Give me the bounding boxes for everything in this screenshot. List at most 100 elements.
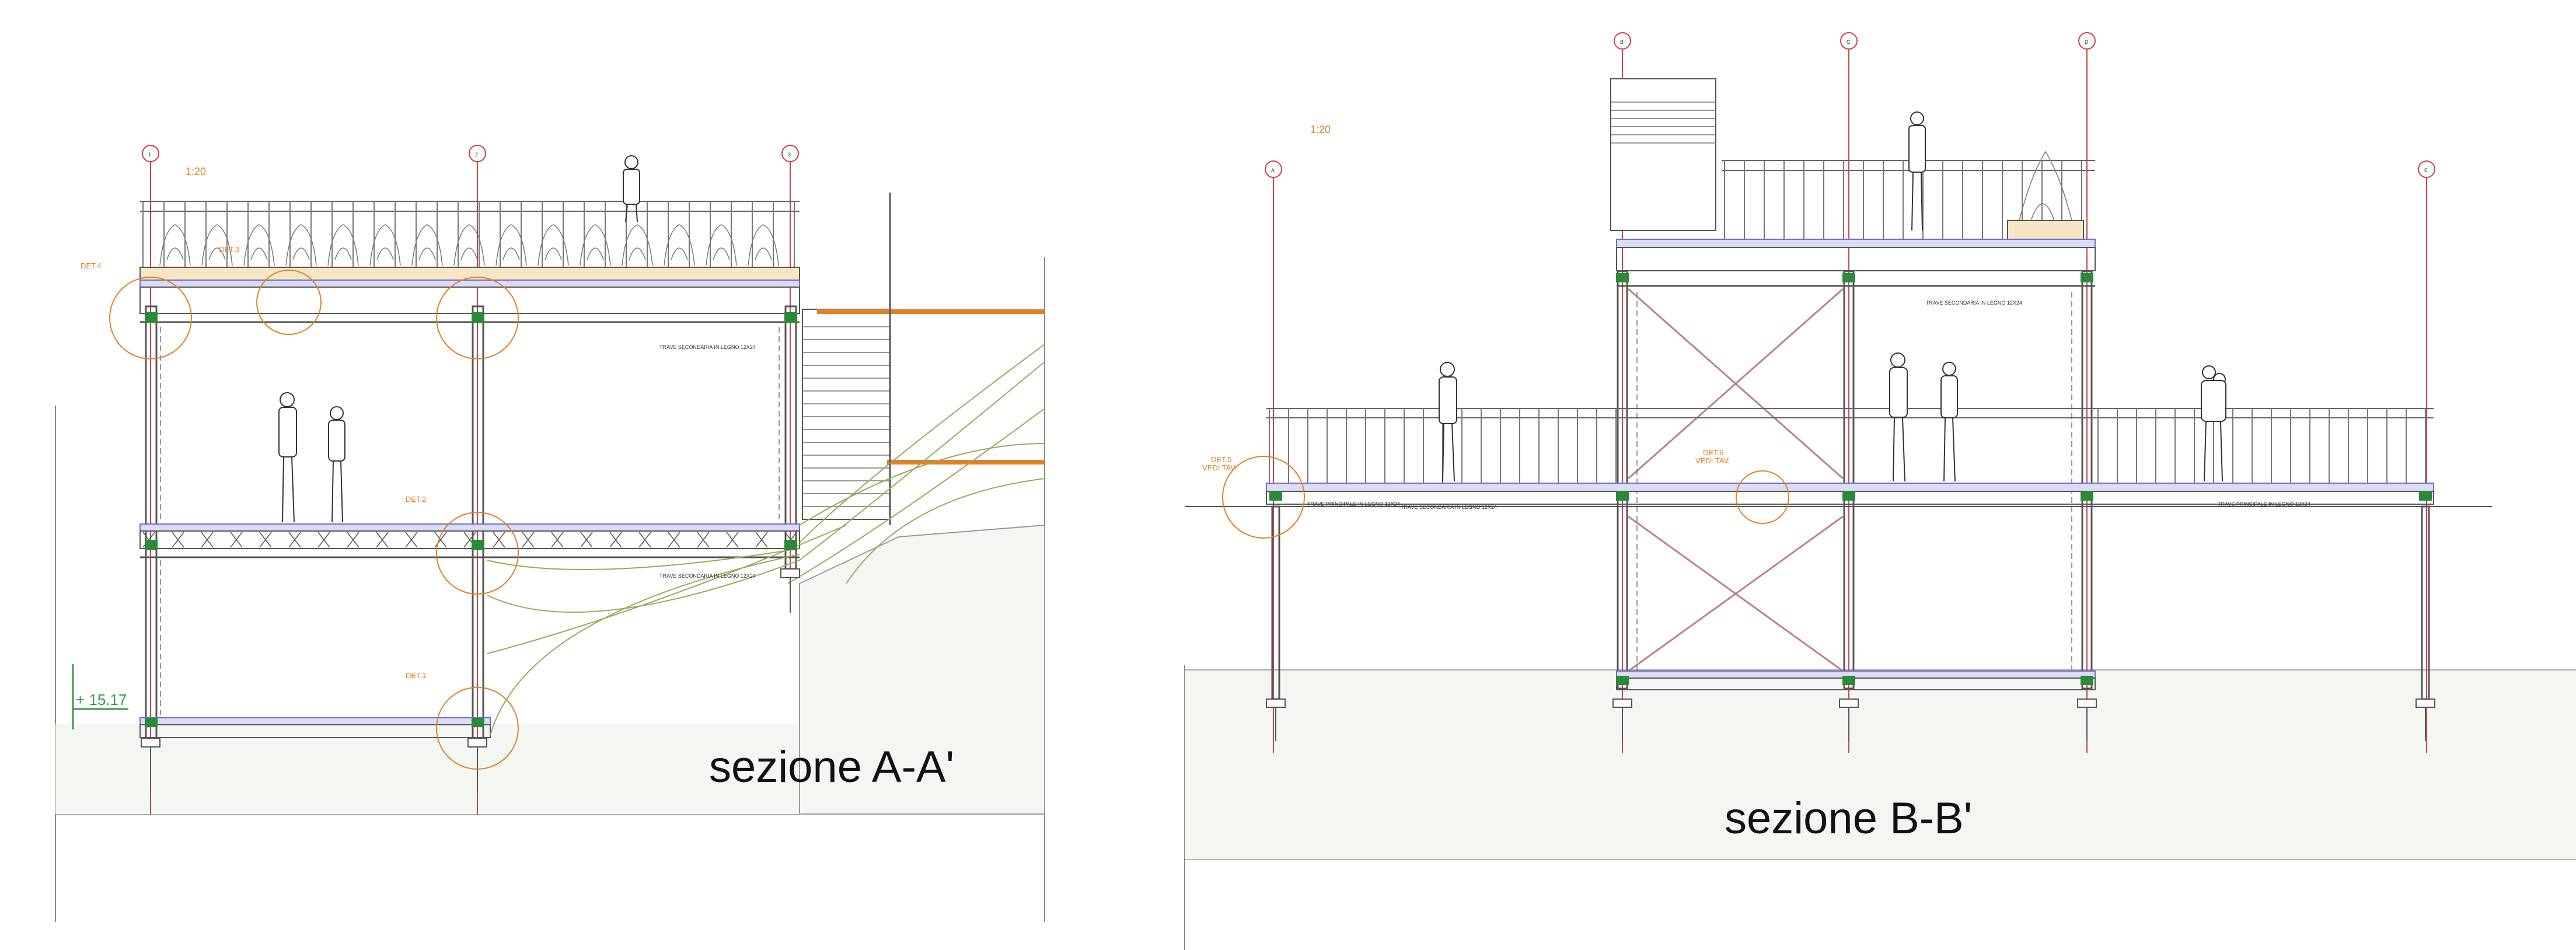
plant-shrub <box>250 247 268 260</box>
joist-cross <box>726 532 739 548</box>
plant-shrub <box>159 224 191 266</box>
plant-shrub <box>629 247 646 260</box>
interior-dashed-walls <box>160 327 780 715</box>
person-figure <box>2201 365 2226 482</box>
plant-shrub <box>748 224 779 266</box>
plant-shrub <box>327 224 359 266</box>
grid-axis-label: D <box>2085 39 2089 45</box>
cross-bracing <box>1628 288 1844 672</box>
grid-axis-label: 3 <box>788 152 791 158</box>
first-floor-joist-crosses <box>142 532 797 548</box>
grid-axes <box>150 160 791 814</box>
plant-shrub <box>755 247 772 260</box>
foundation-plate <box>1839 698 1859 708</box>
person-figure <box>623 155 640 222</box>
joist-cross <box>317 532 330 548</box>
scale-label: 1:20 <box>186 166 206 177</box>
main-deck <box>1266 483 2434 492</box>
plant-shrub <box>369 224 401 266</box>
plant-shrub <box>460 247 478 260</box>
detail-label: DET.6 <box>1703 448 1723 457</box>
joist-cross <box>288 532 301 548</box>
plant-shrub <box>502 247 520 260</box>
grid-axis-bubble <box>1614 32 1631 50</box>
first-floor-deck <box>139 523 800 532</box>
terrain-string <box>487 548 800 570</box>
detail-label: VEDI TAV. <box>1695 456 1730 465</box>
beam-annotation: TRAVE PRINCIPALE IN LEGNO 12X24 <box>2218 501 2310 507</box>
plant-shrub <box>2019 151 2072 221</box>
terrain-string <box>787 408 1045 584</box>
joist-cross <box>755 532 768 548</box>
beam-annotation: TRAVE PRINCIPALE IN LEGNO 12X24 <box>1307 501 1400 507</box>
stair-steps <box>802 326 890 507</box>
steel-connector <box>2081 676 2093 685</box>
detail-label: DET.3 <box>219 245 239 254</box>
deck-railing-posts <box>1269 408 2426 483</box>
beam-annotation: TRAVE SECONDARIA IN LEGNO 12X24 <box>659 344 756 350</box>
grid-axis-label: C <box>1847 39 1851 45</box>
plant-shrub <box>587 247 604 260</box>
joist-cross <box>434 532 447 548</box>
level-label: + 15.17 <box>76 691 127 708</box>
plant-shrub <box>671 247 688 260</box>
lower-floor-deck <box>1616 670 2096 679</box>
foundation-plate <box>2077 698 2097 708</box>
grid-axis-bubbles <box>142 145 799 162</box>
scale-label: 1:20 <box>1310 124 1331 135</box>
plant-shrub <box>713 247 730 260</box>
detail-label: DET.1 <box>406 671 426 680</box>
foundation-plate <box>1266 698 1286 708</box>
section-title: sezione B-B' <box>1725 794 1972 843</box>
foundation-plate <box>2416 698 2435 708</box>
steel-connectors <box>1269 273 2432 685</box>
joist-cross <box>259 532 272 548</box>
external-slab-orange <box>887 460 1045 464</box>
plant-shrub <box>706 224 737 266</box>
section-title: sezione A-A' <box>709 742 954 792</box>
plant-shrub <box>622 224 653 266</box>
joist-cross <box>172 532 184 548</box>
grid-axis-bubble <box>1840 32 1858 50</box>
joist-cross <box>668 532 680 548</box>
foundations <box>141 568 800 791</box>
plant-shrub <box>418 247 436 260</box>
plant-shrub <box>208 247 226 260</box>
roof-beam <box>139 280 800 288</box>
terrain-string <box>846 478 1045 584</box>
plant-shrub <box>292 247 310 260</box>
roof-railing-posts <box>142 201 795 267</box>
plant-shrub <box>166 247 184 260</box>
steel-connectors <box>145 312 797 727</box>
steel-connector <box>2081 491 2093 501</box>
grid-axis-label: E <box>2424 167 2428 173</box>
steel-connector <box>2081 273 2093 282</box>
roof-railing <box>140 201 800 212</box>
terrain-string <box>799 344 1045 543</box>
detail-label: DET.5 <box>1211 455 1231 464</box>
joist-cross <box>230 532 243 548</box>
steel-connector <box>1616 676 1629 685</box>
plant-shrub <box>376 247 394 260</box>
joist-cross <box>201 532 214 548</box>
steel-connector <box>1616 491 1629 501</box>
beam-annotation: TRAVE SECONDARIA IN LEGNO 12X24 <box>1401 504 1497 510</box>
columns <box>145 305 797 739</box>
plant-shrub <box>411 224 443 266</box>
joist-cross <box>376 532 389 548</box>
plant-shrub <box>495 224 527 266</box>
plant-shrub <box>201 224 233 266</box>
detail-label: DET.4 <box>81 261 101 270</box>
joist-cross <box>638 532 651 548</box>
joist-cross <box>405 532 418 548</box>
detail-callouts <box>1222 456 1789 539</box>
plant-shrub <box>2030 203 2055 221</box>
terrain-profile <box>799 524 1045 815</box>
grid-axis-label: A <box>1271 167 1275 173</box>
steel-connector <box>1842 491 1855 501</box>
grid-axis-label: 2 <box>475 152 478 158</box>
beam-annotation: TRAVE SECONDARIA IN LEGNO 12X24 <box>659 573 756 579</box>
roof-joist-band <box>1616 247 2096 271</box>
